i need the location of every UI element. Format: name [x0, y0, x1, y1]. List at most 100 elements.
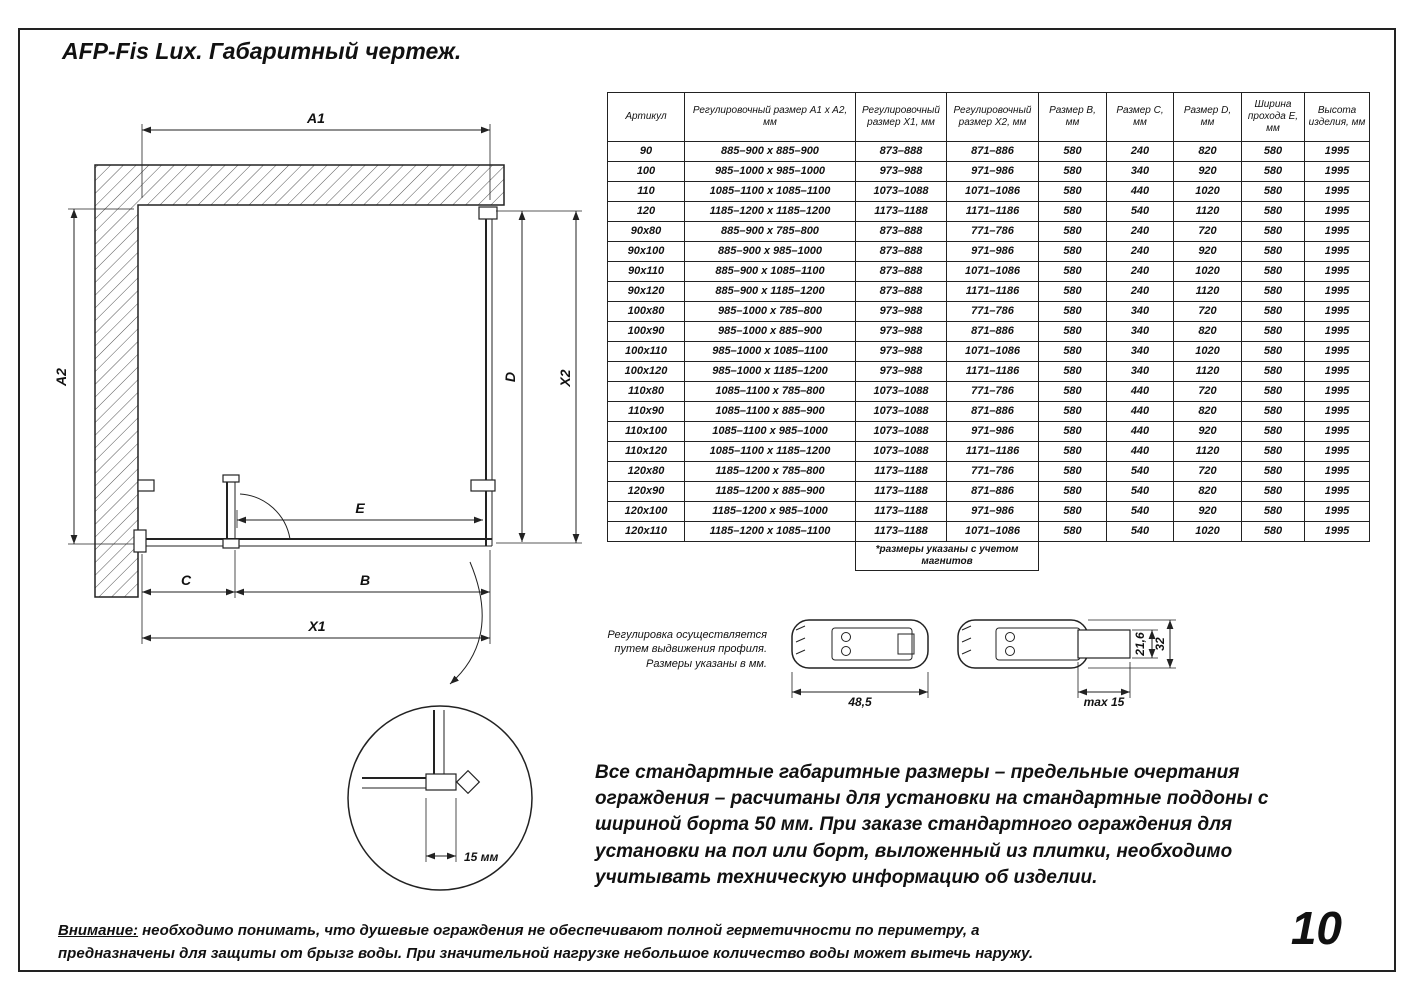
table-cell: 340 [1106, 161, 1174, 182]
table-cell: 120x90 [607, 481, 685, 502]
warning-text: необходимо понимать, что душевые огражде… [58, 922, 1034, 962]
table-cell: 971–986 [946, 241, 1039, 262]
table-cell: 920 [1173, 161, 1242, 182]
table-cell: 110x80 [607, 381, 685, 402]
table-header-cell: Ширина прохода E, мм [1241, 92, 1305, 142]
table-cell: 580 [1038, 401, 1107, 422]
table-cell: 580 [1241, 141, 1305, 162]
table-cell: 871–886 [946, 321, 1039, 342]
table-cell: 580 [1241, 181, 1305, 202]
table-cell: 973–988 [855, 161, 947, 182]
size-table: Артикул Регулировочный размер A1 x A2, м… [607, 92, 1370, 571]
table-cell: 440 [1106, 181, 1174, 202]
table-cell: 1173–1188 [855, 461, 947, 482]
table-header-cell: Регулировочный размер X1, мм [855, 92, 947, 142]
table-cell: 1995 [1304, 501, 1370, 522]
table-cell: 580 [1241, 281, 1305, 302]
table-cell: 580 [1241, 401, 1305, 422]
table-footnote: *размеры указаны с учетом магнитов [855, 541, 1039, 571]
table-cell: 1173–1188 [855, 521, 947, 542]
table-cell: 90x110 [607, 261, 685, 282]
table-cell: 1171–1186 [946, 201, 1039, 222]
table-cell: 540 [1106, 201, 1174, 222]
table-cell: 540 [1106, 521, 1174, 542]
table-cell: 985–1000 x 885–900 [684, 321, 856, 342]
table-cell: 1995 [1304, 381, 1370, 402]
table-cell: 1995 [1304, 221, 1370, 242]
table-cell: 873–888 [855, 241, 947, 262]
table-header-cell: Артикул [607, 92, 685, 142]
table-cell: 580 [1038, 261, 1107, 282]
table-header-cell: Регулировочный размер X2, мм [946, 92, 1039, 142]
table-cell: 920 [1173, 501, 1242, 522]
table-cell: 580 [1038, 181, 1107, 202]
table-cell: 1995 [1304, 241, 1370, 262]
dim-label-d: D [502, 372, 518, 382]
table-cell: 873–888 [855, 141, 947, 162]
table-cell: 580 [1038, 481, 1107, 502]
table-cell: 720 [1173, 461, 1242, 482]
table-cell: 1995 [1304, 441, 1370, 462]
table-cell: 771–786 [946, 221, 1039, 242]
table-cell: 580 [1241, 521, 1305, 542]
sheet-border [18, 28, 1396, 972]
table-cell: 1071–1086 [946, 181, 1039, 202]
dim-label-a2: A2 [53, 368, 69, 387]
table-cell: 1120 [1173, 201, 1242, 222]
table-cell: 110 [607, 181, 685, 202]
table-cell: 1173–1188 [855, 501, 947, 522]
table-cell: 920 [1173, 241, 1242, 262]
table-footnote-row: *размеры указаны с учетом магнитов [608, 541, 1370, 571]
table-cell: 240 [1106, 281, 1174, 302]
table-cell: 1995 [1304, 521, 1370, 542]
table-cell: 110x90 [607, 401, 685, 422]
table-cell: 440 [1106, 421, 1174, 442]
table-cell: 871–886 [946, 481, 1039, 502]
table-cell: 580 [1038, 221, 1107, 242]
table-cell: 1020 [1173, 261, 1242, 282]
table-cell: 580 [1241, 441, 1305, 462]
table-cell: 110x100 [607, 421, 685, 442]
page-title: AFP-Fis Lux. Габаритный чертеж. [62, 38, 462, 64]
detail-dim-label: 15 мм [464, 850, 499, 864]
table-cell: 90 [607, 141, 685, 162]
table-cell: 1073–1088 [855, 401, 947, 422]
table-cell: 1995 [1304, 401, 1370, 422]
table-cell: 885–900 x 885–900 [684, 141, 856, 162]
table-cell: 100 [607, 161, 685, 182]
table-cell: 971–986 [946, 161, 1039, 182]
table-cell: 973–988 [855, 341, 947, 362]
table-cell: 90x120 [607, 281, 685, 302]
table-cell: 120 [607, 201, 685, 222]
table-cell: 540 [1106, 501, 1174, 522]
table-cell: 1073–1088 [855, 441, 947, 462]
table-cell: 1073–1088 [855, 421, 947, 442]
table-cell: 580 [1241, 221, 1305, 242]
page-number: 10 [1290, 902, 1342, 954]
table-cell: 720 [1173, 301, 1242, 322]
dimension-lines [70, 126, 580, 642]
table-cell: 1995 [1304, 301, 1370, 322]
table-cell: 120x80 [607, 461, 685, 482]
table-cell: 120x110 [607, 521, 685, 542]
profile-dim-inner: 21,6 [1133, 632, 1147, 657]
glass-panel-right [470, 206, 498, 546]
profile-dim-outer: 32 [1153, 637, 1167, 651]
table-cell: 340 [1106, 341, 1174, 362]
table-cell: 971–986 [946, 421, 1039, 442]
profile-section-closed: 48,5 [791, 619, 929, 709]
info-paragraph: Все стандартные габаритные размеры – пре… [595, 762, 1269, 888]
table-cell: 1995 [1304, 141, 1370, 162]
table-cell: 580 [1038, 381, 1107, 402]
table-cell: 771–786 [946, 301, 1039, 322]
table-header-cell: Размер C, мм [1106, 92, 1174, 142]
table-cell: 885–900 x 985–1000 [684, 241, 856, 262]
